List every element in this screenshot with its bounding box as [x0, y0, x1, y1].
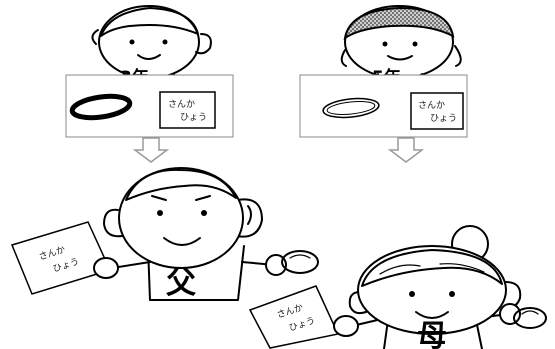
card-text-line2: ひょう	[430, 113, 457, 124]
card-text-line2: ひょう	[180, 112, 207, 123]
card-text-line1: さんか	[168, 99, 195, 110]
card-text-line1: さんか	[418, 100, 445, 111]
mother-figure: 母 さんか ひょう	[250, 226, 546, 349]
child-third-grade: 3年 さんか ひょう	[66, 6, 233, 162]
father-figure: 父 さんか ひょう	[12, 168, 318, 301]
certificate-card: さんか ひょう	[250, 286, 358, 348]
child-head	[342, 6, 461, 82]
father-shirt-label: 父	[166, 266, 196, 301]
child-head	[92, 6, 210, 82]
mother-head	[350, 226, 521, 334]
certificate-card: さんか ひょう	[411, 93, 463, 129]
mother-shirt-label: 母	[417, 319, 447, 349]
ring-icon	[266, 251, 318, 275]
certificate-card: さんか ひょう	[160, 92, 215, 128]
ring-icon	[500, 304, 546, 328]
father-head	[104, 168, 262, 268]
down-arrow	[390, 138, 422, 162]
certificate-card: さんか ひょう	[12, 222, 118, 294]
down-arrow	[135, 138, 167, 162]
child-fifth-grade: 5年 さんか ひょう	[300, 6, 467, 162]
